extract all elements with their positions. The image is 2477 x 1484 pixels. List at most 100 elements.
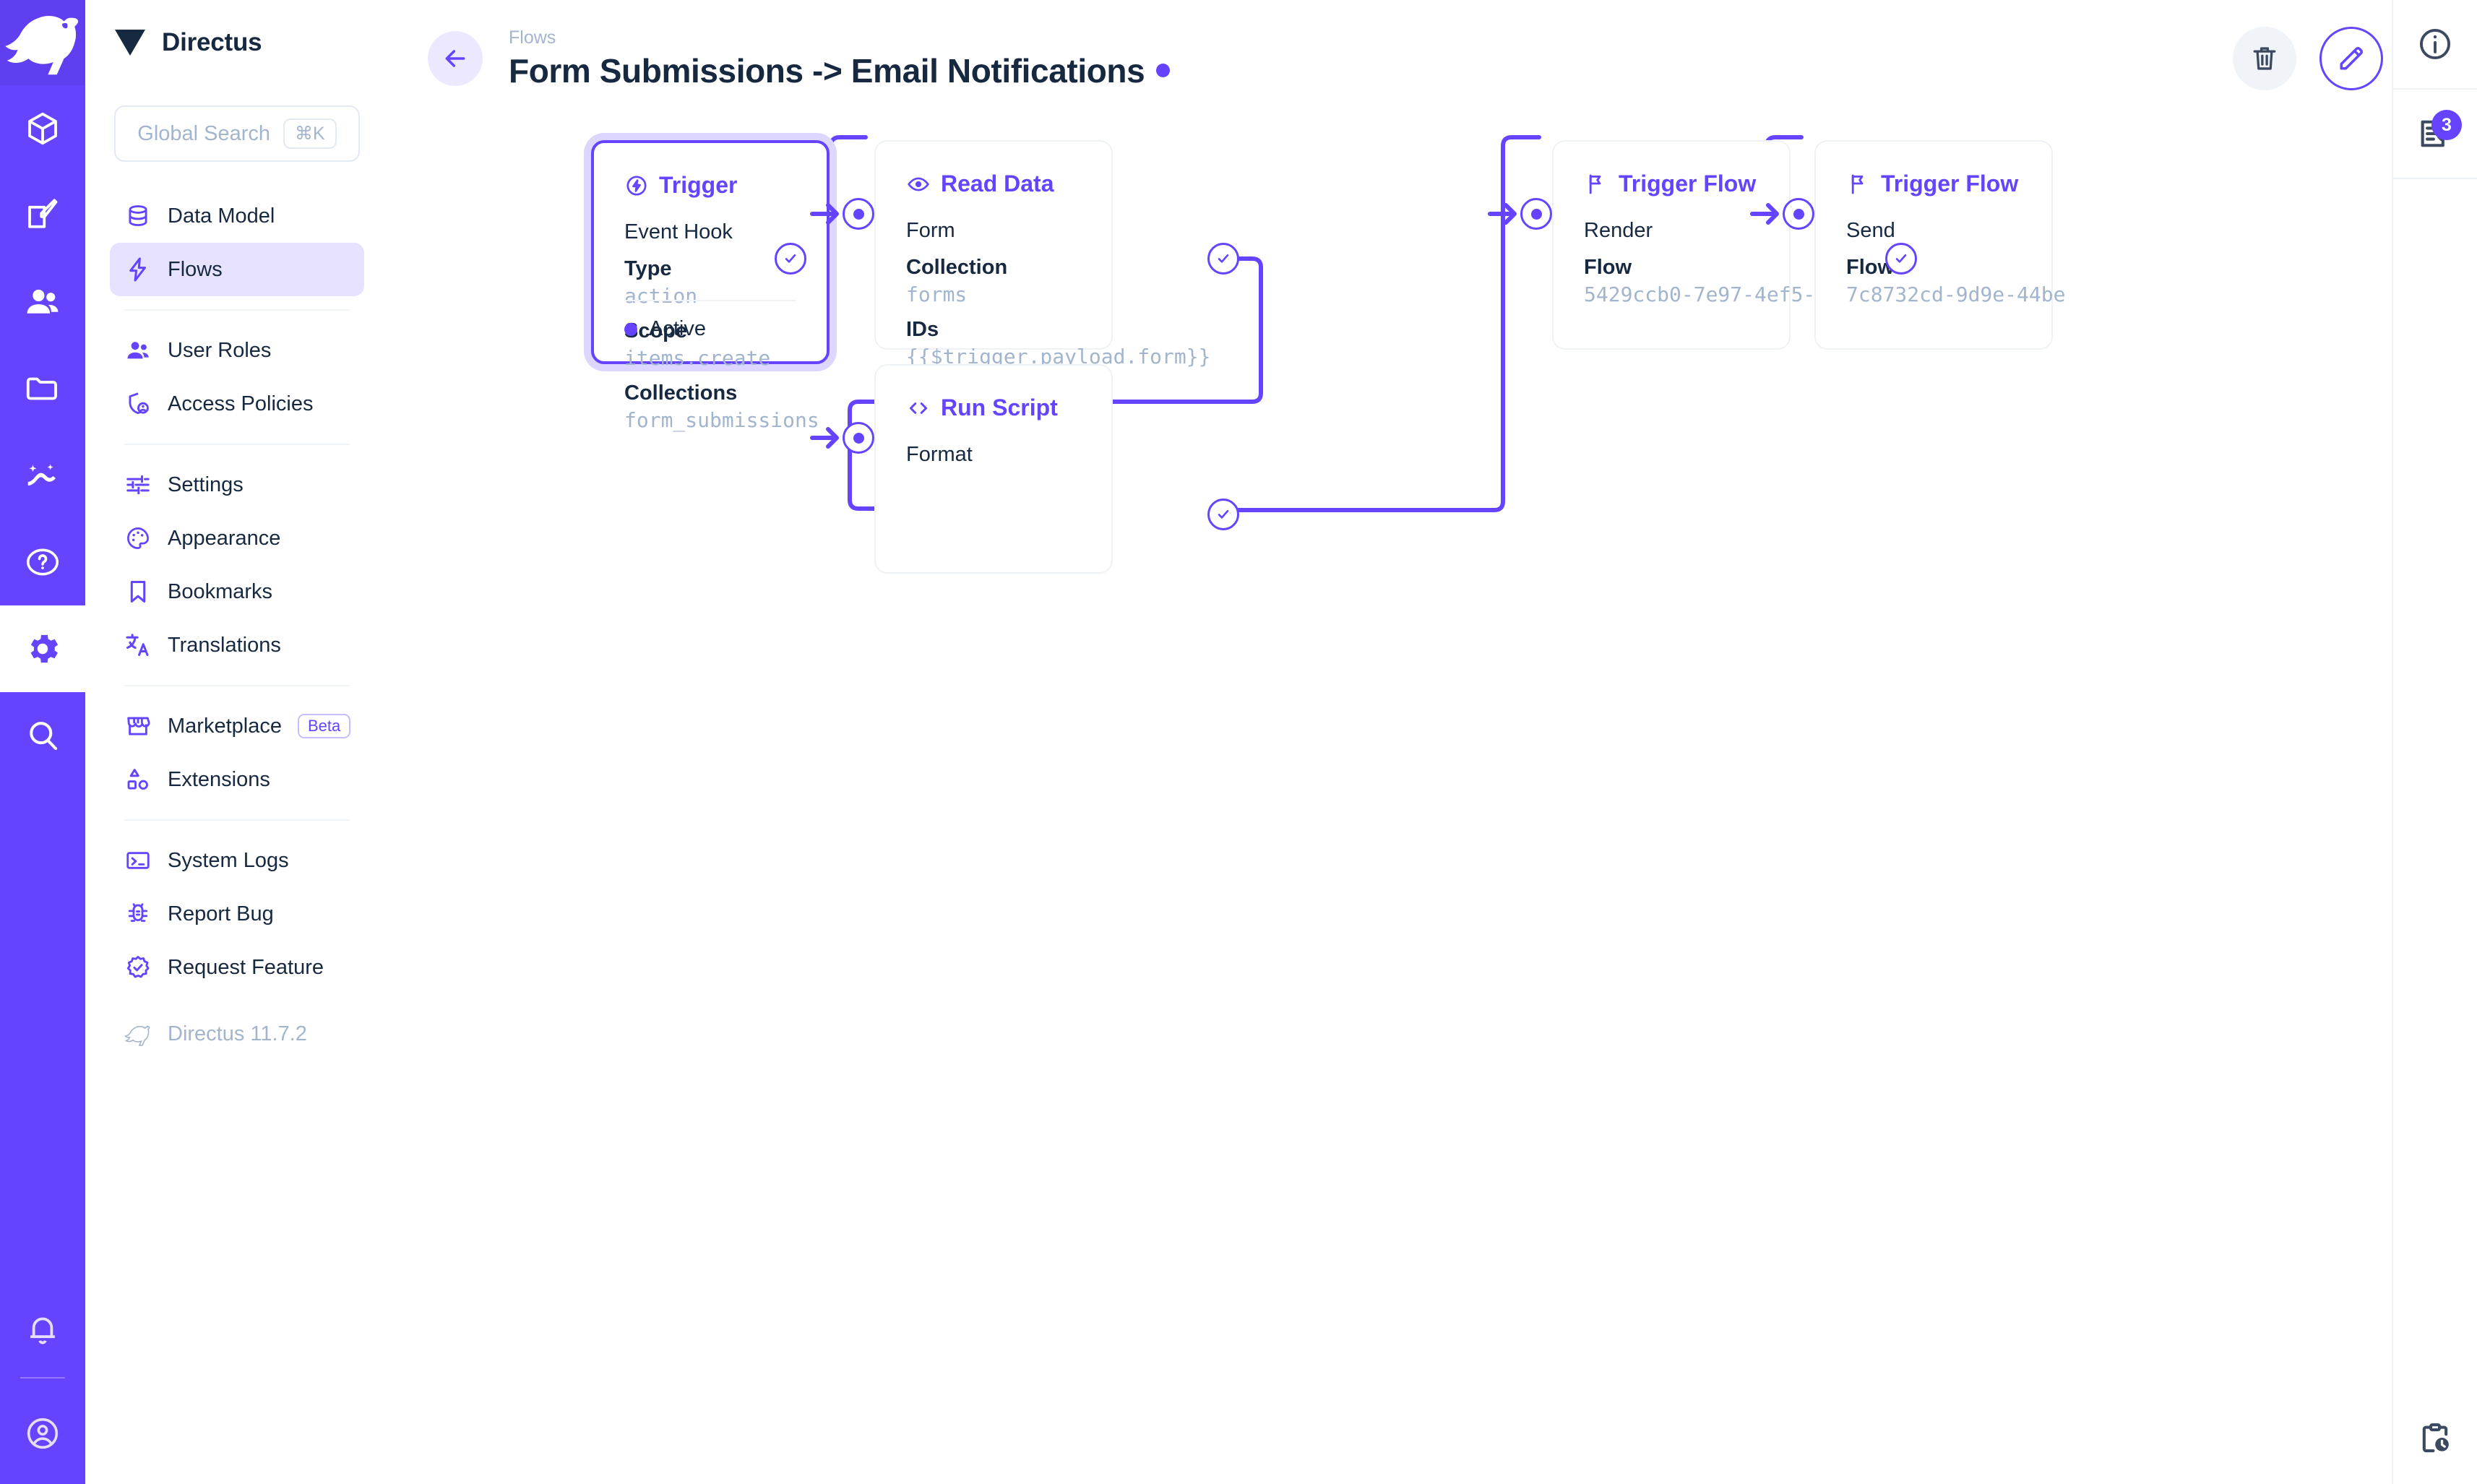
page-title: Form Submissions -> Email Notifications xyxy=(509,51,1145,90)
sidebar-item-insights[interactable] xyxy=(0,432,85,519)
port-dot xyxy=(853,432,864,444)
breadcrumb[interactable]: Flows xyxy=(509,27,556,48)
edge-arrow-run-script xyxy=(810,427,839,449)
search-input[interactable]: Global Search ⌘K xyxy=(114,105,360,162)
status-dot xyxy=(624,322,637,336)
sidebar-item-data-model[interactable]: Data Model xyxy=(110,189,364,243)
sidebar-item-docs[interactable] xyxy=(0,519,85,605)
sidebar-item-label: Report Bug xyxy=(168,902,274,926)
flow-node-trigger-flow-render[interactable]: Trigger Flow Render Flow 5429ccb0-7e97-4… xyxy=(1552,140,1913,350)
box-icon xyxy=(28,112,57,145)
sidebar-item-system-logs[interactable]: System Logs xyxy=(110,834,364,887)
sidebar-item-search[interactable] xyxy=(0,692,85,779)
field-label: IDs xyxy=(906,318,939,341)
activity-log-button[interactable] xyxy=(2392,1394,2477,1484)
flow-node-trigger-flow-send[interactable]: Trigger Flow Send Flow 7c8732cd-9d9e-44b… xyxy=(1814,140,2066,350)
port-resolve-trigger-flow-render[interactable] xyxy=(1885,243,1917,275)
flag-icon xyxy=(1851,174,1864,194)
module-bar xyxy=(0,0,85,1484)
page-header: Flows Form Submissions -> Email Notifica… xyxy=(389,0,2477,117)
sidebar-item-files[interactable] xyxy=(0,345,85,432)
people-icon xyxy=(27,289,59,314)
sidebar-item-settings[interactable]: Settings xyxy=(110,458,364,512)
info-sidebar-button[interactable] xyxy=(2392,0,2477,90)
check-icon xyxy=(785,254,796,263)
back-button[interactable] xyxy=(428,31,483,86)
sidebar-item-users[interactable] xyxy=(0,259,85,345)
port-resolve-run-script[interactable] xyxy=(1207,499,1239,530)
palette-icon xyxy=(124,525,152,552)
edge-arrow-trigger-flow-send xyxy=(1750,203,1779,225)
directus-logo[interactable] xyxy=(0,0,85,85)
flow-node-read-data[interactable]: Read Data Form Collection forms IDs {{$t… xyxy=(874,140,1210,368)
nav-divider xyxy=(124,444,350,445)
sidebar-item-label: Request Feature xyxy=(168,955,324,979)
node-kind: Trigger Flow xyxy=(1881,171,2019,197)
shapes-icon xyxy=(124,766,152,793)
field-label: Collections xyxy=(624,381,738,405)
beta-badge: Beta xyxy=(297,714,351,738)
field-value: items.create xyxy=(624,346,771,370)
node-subtitle: Format xyxy=(906,443,973,466)
store-icon xyxy=(124,712,152,740)
sidebar-item-extensions[interactable]: Extensions xyxy=(110,753,364,806)
revisions-button[interactable]: 3 xyxy=(2392,90,2477,179)
field-value: action xyxy=(624,284,698,308)
search-placeholder: Global Search xyxy=(137,121,271,145)
account-button[interactable] xyxy=(0,1383,85,1484)
sidebar-item-appearance[interactable]: Appearance xyxy=(110,512,364,565)
project-logo-icon xyxy=(115,30,145,56)
rabbit-logo-icon xyxy=(5,16,79,75)
port-dot xyxy=(853,208,864,220)
port-resolve-trigger[interactable] xyxy=(775,243,806,275)
sidebar-item-label: Settings xyxy=(168,473,244,496)
sidebar-item-label: Flows xyxy=(168,257,223,281)
edit-flow-button[interactable] xyxy=(2319,27,2383,90)
edit-square-icon xyxy=(28,199,58,228)
port-input-read-data[interactable] xyxy=(843,198,874,230)
port-input-run-script[interactable] xyxy=(843,422,874,454)
field-value: 7c8732cd-9d9e-44be xyxy=(1846,282,2066,306)
sidebar-item-access-policies[interactable]: Access Policies xyxy=(110,377,364,431)
nav-list: Data Model Flows Use xyxy=(85,162,389,1061)
sidebar-item-request-feature[interactable]: Request Feature xyxy=(110,941,364,994)
sidebar-item-flows[interactable]: Flows xyxy=(110,243,364,296)
delete-flow-button[interactable] xyxy=(2233,27,2296,90)
port-resolve-read-data[interactable] xyxy=(1207,243,1239,275)
check-icon xyxy=(1218,254,1229,263)
nav-divider xyxy=(124,685,350,686)
flow-canvas[interactable]: Trigger Event Hook Type action Scope ite… xyxy=(389,117,2477,1484)
revisions-badge: 3 xyxy=(2431,110,2462,140)
sidebar-item-report-bug[interactable]: Report Bug xyxy=(110,887,364,941)
port-input-trigger-flow-render[interactable] xyxy=(1520,198,1552,230)
sidebar-item-translations[interactable]: Translations xyxy=(110,618,364,672)
eye-icon xyxy=(908,177,929,191)
arrow-left-icon xyxy=(445,50,465,67)
sidebar-item-marketplace[interactable]: Marketplace Beta xyxy=(110,699,364,753)
sidebar-item-settings[interactable] xyxy=(0,605,85,692)
bolt-circle-icon xyxy=(626,175,647,196)
port-input-trigger-flow-send[interactable] xyxy=(1783,198,1814,230)
field-label: Type xyxy=(624,257,672,280)
sidebar-item-content[interactable] xyxy=(0,85,85,172)
folder-icon xyxy=(26,377,57,400)
flow-node-run-script[interactable]: Run Script Format xyxy=(874,364,1113,574)
people-icon xyxy=(124,337,152,364)
question-circle-icon xyxy=(26,548,59,576)
translate-icon xyxy=(124,631,152,659)
field-value: 5429ccb0-7e97-4ef5-9d65-2b… xyxy=(1584,282,1913,306)
field-label: Flow xyxy=(1584,256,1632,279)
bolt-icon xyxy=(124,256,152,283)
sidebar-item-bookmarks[interactable]: Bookmarks xyxy=(110,565,364,618)
project-header: Directus xyxy=(85,0,389,85)
node-header-trigger-flow-render: Trigger Flow xyxy=(1584,171,1759,197)
gear-icon xyxy=(30,634,59,663)
nav-divider xyxy=(124,819,350,821)
field-value: forms xyxy=(906,282,968,306)
search-icon xyxy=(30,722,58,751)
node-subtitle: Event Hook xyxy=(624,220,733,243)
sidebar-item-editor[interactable] xyxy=(0,172,85,259)
rabbit-icon xyxy=(124,1020,152,1048)
notifications-button[interactable] xyxy=(0,1286,85,1373)
sidebar-item-user-roles[interactable]: User Roles xyxy=(110,324,364,377)
